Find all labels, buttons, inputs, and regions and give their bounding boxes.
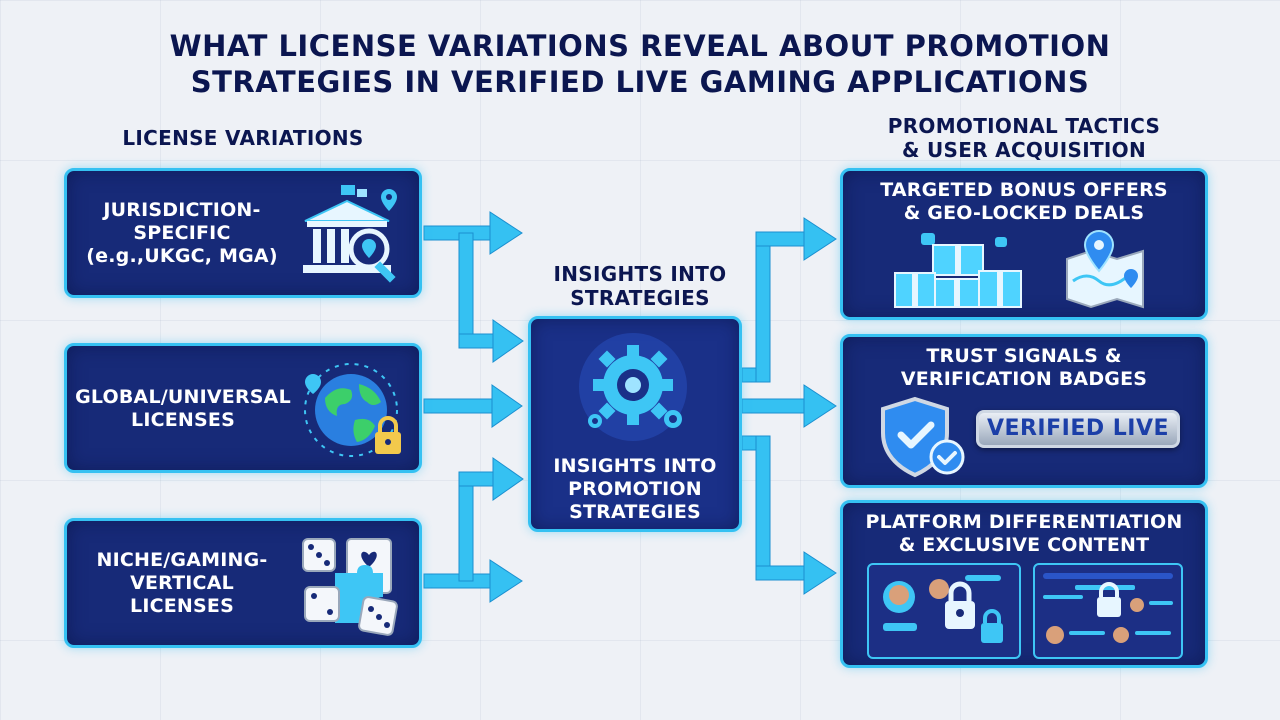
globe-lock-icon (304, 363, 401, 457)
verified-live-badge: VERIFIED LIVE (976, 410, 1180, 448)
arrow-shaft-left-3 (423, 573, 493, 589)
license-box-niche-label: NICHE/GAMING- VERTICAL LICENSES (96, 549, 268, 617)
license-box-global-label: GLOBAL/UNIVERSAL LICENSES (75, 386, 291, 431)
arrow-shaft-right-1b (755, 231, 807, 247)
diagram-title: WHAT LICENSE VARIATIONS REVEAL ABOUT PRO… (0, 28, 1280, 100)
tactic-box-trust-signals-label: TRUST SIGNALS & VERIFICATION BADGES (900, 345, 1148, 390)
center-insights-label: INSIGHTS INTO PROMOTION STRATEGIES (553, 455, 717, 523)
arrow-head-right-3 (803, 551, 837, 595)
dice-cards-puzzle-icon (302, 538, 398, 636)
arrow-branch-right-3 (755, 435, 771, 580)
gears-icon (579, 333, 687, 441)
government-building-magnifier-icon (303, 185, 397, 283)
app-screen-left (867, 563, 1021, 659)
tactic-box-bonus-offers-label: TARGETED BONUS OFFERS & GEO-LOCKED DEALS (880, 179, 1168, 224)
license-box-jurisdiction-label: JURISDICTION- SPECIFIC (e.g.,UKGC, MGA) (86, 199, 278, 267)
license-box-niche: NICHE/GAMING- VERTICAL LICENSES (64, 518, 422, 648)
arrow-shaft-right-3b (755, 565, 807, 581)
tactic-box-trust-signals: TRUST SIGNALS & VERIFICATION BADGES (840, 334, 1208, 488)
left-heading: LICENSE VARIATIONS (122, 126, 364, 150)
arrow-shaft-left-3b (458, 471, 496, 487)
app-screen-right (1033, 563, 1183, 659)
arrow-head-left-2 (491, 384, 523, 428)
tactic-box-platform-differentiation: PLATFORM DIFFERENTIATION & EXCLUSIVE CON… (840, 500, 1208, 668)
arrow-shaft-right-2 (741, 398, 807, 414)
shield-check-icon (881, 396, 965, 478)
arrow-head-left-3 (489, 559, 523, 603)
arrow-head-left-1 (489, 211, 523, 255)
tactic-box-platform-differentiation-label: PLATFORM DIFFERENTIATION & EXCLUSIVE CON… (865, 511, 1183, 556)
arrow-head-right-2 (803, 384, 837, 428)
arrow-head-left-1b (492, 319, 524, 363)
title-line-1: WHAT LICENSE VARIATIONS REVEAL ABOUT PRO… (169, 29, 1111, 63)
license-box-global: GLOBAL/UNIVERSAL LICENSES (64, 343, 422, 473)
tactic-box-bonus-offers: TARGETED BONUS OFFERS & GEO-LOCKED DEALS (840, 168, 1208, 320)
arrow-shaft-left-1b (458, 333, 496, 349)
app-screen-content-icon (1043, 573, 1173, 644)
arrow-head-left-3b (492, 457, 524, 501)
title-line-2: STRATEGIES IN VERIFIED LIVE GAMING APPLI… (190, 65, 1090, 99)
center-heading: INSIGHTS INTO STRATEGIES (553, 262, 727, 310)
license-box-jurisdiction: JURISDICTION- SPECIFIC (e.g.,UKGC, MGA) (64, 168, 422, 298)
arrow-branch-left-1 (458, 232, 474, 342)
map-pin-icon (1066, 229, 1144, 309)
right-heading: PROMOTIONAL TACTICS & USER ACQUISITION (887, 114, 1161, 162)
arrow-branch-left-3 (458, 473, 474, 582)
app-screens-lock-icon (883, 575, 1003, 643)
arrow-head-right-1 (803, 217, 837, 261)
center-insights-box: INSIGHTS INTO PROMOTION STRATEGIES (528, 316, 742, 532)
gift-boxes-icon (894, 233, 1022, 308)
arrow-shaft-left-2 (423, 398, 495, 414)
arrow-shaft-left-1 (423, 225, 493, 241)
